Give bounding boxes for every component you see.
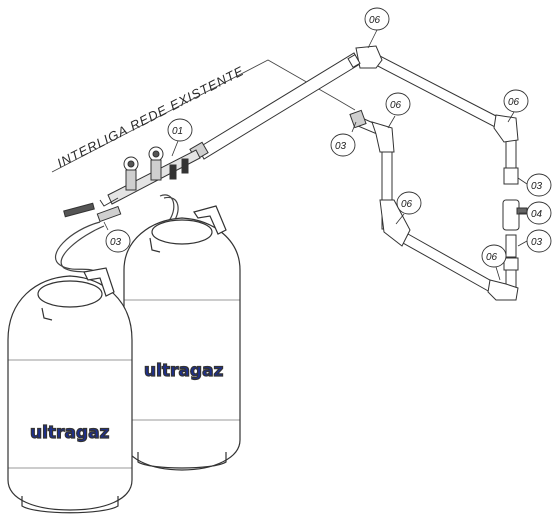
callout-bubble: 06 [481,244,507,281]
cylinder-rear-brand: ultragaz [144,361,224,381]
callout-label: 03 [335,141,347,152]
callout-bubble: 04 [519,201,552,225]
pipe-fittings [189,45,528,301]
callout-label: 06 [508,97,520,108]
callout-bubble: 03 [330,121,357,157]
callout-label: 06 [401,199,413,210]
pipe-network [197,52,517,293]
gas-cylinder-front: ultragaz [7,267,133,514]
cylinder-front-brand: ultragaz [30,423,110,443]
callout-label: 03 [531,181,543,192]
callout-bubble: 03 [517,229,552,253]
callout-label: 06 [486,252,498,263]
callout-label: 06 [390,100,402,111]
callout-label: 06 [369,15,381,26]
callout-bubble: 06 [395,191,422,225]
callout-bubble: 06 [364,7,390,49]
callout-bubble: 06 [385,92,411,129]
callout-bubble: 06 [503,89,529,123]
regulator-manifold [63,146,201,223]
callout-label: 04 [531,209,543,220]
callout-label: 03 [110,237,122,248]
gas-cylinder-rear: ultragaz [123,205,241,471]
callout-bubble: 03 [517,173,552,197]
callout-bubble: 03 [103,221,131,253]
callout-bubble: 01 [167,118,193,157]
callout-label: 01 [172,126,183,137]
callout-label: 03 [531,237,543,248]
